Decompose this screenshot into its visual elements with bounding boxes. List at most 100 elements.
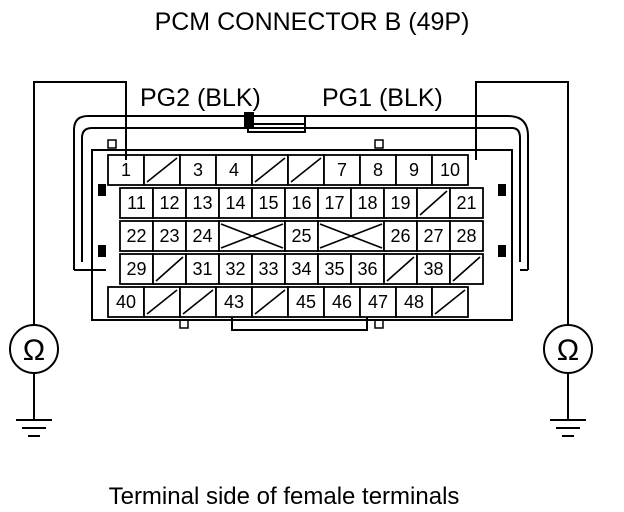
terminal-number: 24 [192,226,212,246]
caption: Terminal side of female terminals [109,483,460,510]
terminal-number: 29 [126,259,146,279]
terminal-cavity: 48 [395,286,433,318]
terminal-cavity: 33 [251,253,286,285]
terminal-cavity: 40 [107,286,145,318]
terminal-cavity: 32 [218,253,253,285]
terminal-number: 40 [116,292,136,312]
terminal-number: 1 [121,160,131,180]
terminal-number: 26 [390,226,410,246]
terminal-number: 10 [440,160,460,180]
terminal-cavity: 12 [152,187,187,219]
terminal-number: 16 [291,193,311,213]
terminal-number: 32 [225,259,245,279]
empty-cavity [143,286,181,318]
empty-cavity [143,154,181,186]
terminal-cavity: 31 [185,253,220,285]
ohmmeter-icon-right: Ω [543,324,593,374]
terminal-number: 7 [337,160,347,180]
terminal-cavity: 47 [359,286,397,318]
terminal-number: 8 [373,160,383,180]
terminal-number: 15 [258,193,278,213]
ohm-symbol-left: Ω [23,334,45,367]
terminal-number: 21 [456,193,476,213]
terminal-number: 17 [324,193,344,213]
empty-cavity [287,154,325,186]
terminal-cavity: 26 [383,220,418,252]
terminal-number: 9 [409,160,419,180]
pg2-wire-label: PG2 (BLK) [140,84,261,112]
empty-cavity [251,286,289,318]
terminal-cavity: 10 [431,154,469,186]
terminal-number: 3 [193,160,203,180]
terminal-cavity: 25 [284,220,319,252]
terminal-number: 13 [192,193,212,213]
terminal-cavity: 18 [350,187,385,219]
terminal-number: 22 [126,226,146,246]
terminal-number: 34 [291,259,311,279]
terminal-number: 38 [423,259,443,279]
terminal-cavity: 24 [185,220,220,252]
terminal-number: 46 [332,292,352,312]
blocked-cavity [218,220,286,252]
left-meter-lead [16,81,127,437]
terminal-number: 35 [324,259,344,279]
terminal-number: 4 [229,160,239,180]
terminal-number: 43 [224,292,244,312]
terminal-cavity: 46 [323,286,361,318]
terminal-cavity: 34 [284,253,319,285]
terminal-cavity: 3 [179,154,217,186]
terminal-number: 33 [258,259,278,279]
terminal-cavity: 21 [449,187,484,219]
terminal-cavity: 36 [350,253,385,285]
terminal-cavity: 45 [287,286,325,318]
diagram-title: PCM CONNECTOR B (49P) [155,8,470,36]
terminal-cavity: 17 [317,187,352,219]
terminal-number: 36 [357,259,377,279]
terminal-number: 11 [127,193,146,213]
terminal-number: 27 [423,226,443,246]
terminal-cavity: 29 [119,253,154,285]
blocked-cavity [317,220,385,252]
empty-cavity [383,253,418,285]
empty-cavity [152,253,187,285]
terminal-cavity: 35 [317,253,352,285]
terminal-number: 47 [368,292,388,312]
terminal-cavity: 27 [416,220,451,252]
connector-housing [73,112,529,331]
terminal-cavity: 15 [251,187,286,219]
ohm-symbol-right: Ω [557,334,579,367]
empty-cavity [251,154,289,186]
terminal-cavity: 28 [449,220,484,252]
terminal-number: 31 [192,259,212,279]
terminal-cavity: 7 [323,154,361,186]
terminal-number: 28 [456,226,476,246]
right-meter-lead [475,81,586,437]
terminal-number: 48 [404,292,424,312]
terminal-number: 14 [225,193,245,213]
terminal-cavity: 19 [383,187,418,219]
empty-cavity [179,286,217,318]
empty-cavity [416,187,451,219]
terminal-cavity: 38 [416,253,451,285]
terminal-cavity: 8 [359,154,397,186]
ohmmeter-icon: Ω [9,324,59,374]
terminal-cavity: 16 [284,187,319,219]
terminal-cavity: 9 [395,154,433,186]
terminal-number: 19 [390,193,410,213]
empty-cavity [431,286,469,318]
terminal-number: 18 [357,193,377,213]
terminal-cavity: 23 [152,220,187,252]
terminal-cavity: 14 [218,187,253,219]
empty-cavity [449,253,484,285]
terminal-cavity: 22 [119,220,154,252]
terminal-cavity: 11 [119,187,154,219]
pg1-wire-label: PG1 (BLK) [322,84,443,112]
terminal-number: 23 [159,226,179,246]
terminal-cavity: 13 [185,187,220,219]
terminal-number: 45 [296,292,316,312]
terminal-number: 25 [291,226,311,246]
terminal-cavity: 4 [215,154,253,186]
terminal-number: 12 [159,193,179,213]
